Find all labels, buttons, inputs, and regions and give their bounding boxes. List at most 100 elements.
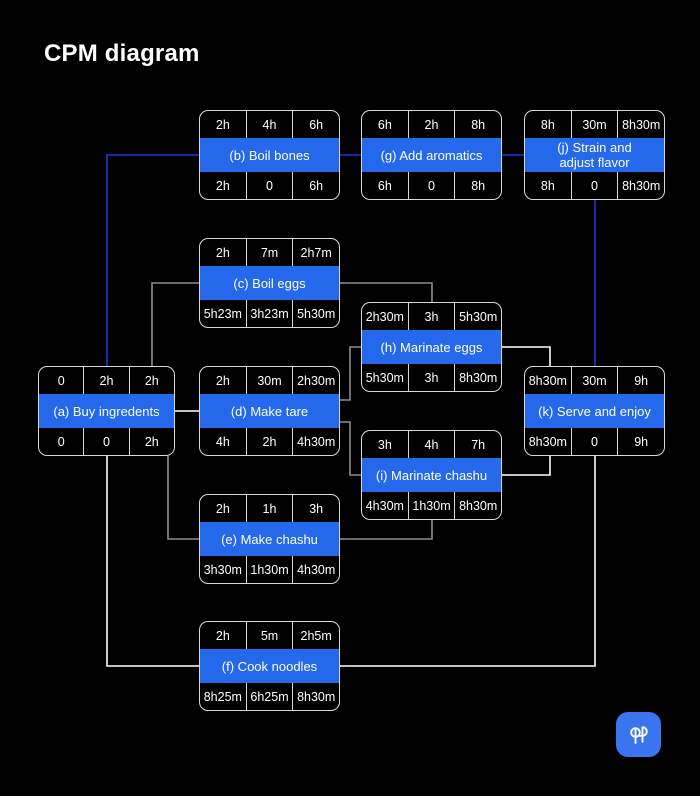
cpm-node-a-top-cell-0: 0 [39, 367, 85, 394]
cpm-node-e-bottom-cell-1: 1h30m [247, 556, 294, 583]
page-title: CPM diagram [44, 40, 200, 67]
cpm-node-f-bottom-cell-2: 8h30m [297, 689, 336, 704]
cpm-node-k-top-cell-2: 9h [634, 373, 649, 388]
cpm-node-b-bottom-cell-1: 0 [247, 172, 294, 199]
cpm-node-a-bottom-cell-2: 2h [144, 434, 159, 449]
edge-d-i [340, 421, 361, 476]
cpm-node-i-top-cell-2: 7h [471, 437, 486, 452]
cpm-node-a-label: (a) Buy ingredents [39, 394, 174, 428]
cpm-node-d-bottom-cell-1: 2h [247, 428, 294, 455]
cpm-node-b-bottom-cell-2: 6h [309, 178, 324, 193]
cpm-node-i-bottom-cell-2: 8h30m [459, 498, 498, 513]
cpm-node-h-bottom-cell-0: 5h30m [362, 364, 409, 391]
cpm-node-j-label: (j) Strain and adjust flavor [525, 138, 664, 172]
cpm-node-i-label: (i) Marinate chashu [362, 458, 501, 492]
cpm-node-f-label: (f) Cook noodles [200, 649, 339, 683]
cpm-node-k-top-cell-1: 30m [572, 367, 619, 394]
cpm-node-a-top-cell-2: 2h [144, 373, 159, 388]
cpm-node-c-top-cell-1: 7m [247, 239, 294, 266]
edge-a-e [167, 456, 199, 540]
cpm-node-i-top-cell-1: 4h [409, 431, 456, 458]
edge-c-h [340, 282, 433, 302]
cpm-node-i-bottom-cell-0: 4h30m [362, 492, 409, 519]
cpm-node-j-bottom-cell-1: 0 [572, 172, 619, 199]
cpm-node-h-top-cell-2: 5h30m [459, 309, 498, 324]
app-logo[interactable] [616, 712, 661, 757]
cpm-node-c-bottom-cell-0: 5h23m [200, 300, 247, 327]
cpm-node-c-label: (c) Boil eggs [200, 266, 339, 300]
cpm-node-h-bottom-cell-1: 3h [409, 364, 456, 391]
cpm-node-j-top-cell-1: 30m [572, 111, 619, 138]
cpm-node-d-label: (d) Make tare [200, 394, 339, 428]
cpm-node-a-top-cell-1: 2h [84, 367, 130, 394]
cpm-node-d-top-cell-2: 2h30m [297, 373, 336, 388]
cpm-node-k-bottom-cell-0: 8h30m [525, 428, 572, 455]
cpm-node-d-bottom-cell-0: 4h [200, 428, 247, 455]
cpm-node-h-top-cell-0: 2h30m [362, 303, 409, 330]
logo-glyph-icon [629, 725, 648, 744]
cpm-node-f-top-cell-0: 2h [200, 622, 247, 649]
cpm-node-b-top-cell-1: 4h [247, 111, 294, 138]
cpm-node-b-label: (b) Boil bones [200, 138, 339, 172]
cpm-node-b-top-cell-0: 2h [200, 111, 247, 138]
cpm-node-i-bottom-cell-1: 1h30m [409, 492, 456, 519]
cpm-node-k-bottom-cell-1: 0 [572, 428, 619, 455]
cpm-node-h-bottom-cell-2: 8h30m [459, 370, 498, 385]
cpm-node-j-top-cell-0: 8h [525, 111, 572, 138]
cpm-node-c-top-cell-2: 2h7m [300, 245, 332, 260]
cpm-node-f-top-cell-1: 5m [247, 622, 294, 649]
cpm-node-c-top-cell-0: 2h [200, 239, 247, 266]
cpm-node-a-bottom-cell-1: 0 [84, 428, 130, 455]
cpm-node-g-bottom-cell-2: 8h [471, 178, 486, 193]
cpm-node-d-top-cell-0: 2h [200, 367, 247, 394]
cpm-node-c-bottom-cell-2: 5h30m [297, 306, 336, 321]
edge-a-f [106, 456, 199, 667]
cpm-node-f-bottom-cell-0: 8h25m [200, 683, 247, 710]
cpm-node-j-bottom-cell-2: 8h30m [622, 178, 661, 193]
cpm-node-h-top-cell-1: 3h [409, 303, 456, 330]
cpm-node-j-top-cell-2: 8h30m [622, 117, 661, 132]
cpm-node-j-bottom-cell-0: 8h [525, 172, 572, 199]
edge-e-i [340, 520, 433, 540]
cpm-node-g-top-cell-0: 6h [362, 111, 409, 138]
cpm-node-h-label: (h) Marinate eggs [362, 330, 501, 364]
cpm-node-k-bottom-cell-2: 9h [634, 434, 649, 449]
edge-d-h [340, 346, 361, 401]
cpm-node-g-bottom-cell-1: 0 [409, 172, 456, 199]
cpm-node-g-label: (g) Add aromatics [362, 138, 501, 172]
cpm-node-a-bottom-cell-0: 0 [39, 428, 85, 455]
cpm-node-g-top-cell-2: 8h [471, 117, 486, 132]
cpm-node-e-bottom-cell-0: 3h30m [200, 556, 247, 583]
edge-a-b [106, 154, 199, 366]
